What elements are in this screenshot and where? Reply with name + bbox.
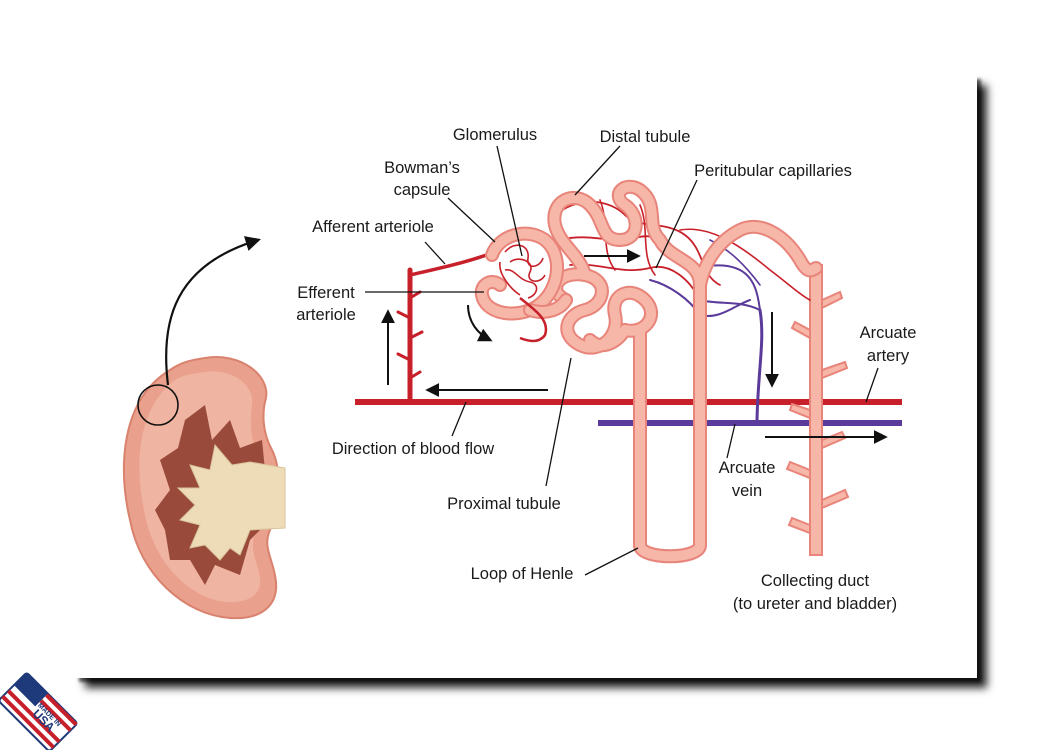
label-glomerulus: Glomerulus <box>453 126 537 144</box>
diagram-labels: Glomerulus Bowman’s capsule Distal tubul… <box>296 126 916 613</box>
label-arcuate-vein-2: vein <box>732 482 762 500</box>
label-bowmans-capsule-2: capsule <box>394 181 451 199</box>
label-proximal-tubule: Proximal tubule <box>447 495 561 513</box>
zoom-arrow <box>165 236 261 386</box>
renal-corpuscle <box>474 226 573 343</box>
label-efferent-arteriole-1: Efferent <box>297 284 355 302</box>
label-peritubular-capillaries: Peritubular capillaries <box>694 162 852 180</box>
label-arcuate-artery-2: artery <box>867 347 910 365</box>
label-efferent-arteriole-2: arteriole <box>296 306 356 324</box>
label-arcuate-vein-1: Arcuate <box>719 459 776 477</box>
kidney-cross-section <box>122 356 286 620</box>
interlobular-artery <box>396 267 424 403</box>
made-in-usa-badge: MADE IN USA <box>0 672 78 750</box>
arrow-curved <box>467 304 493 342</box>
renal-pelvis <box>176 443 286 561</box>
label-loop-of-henle: Loop of Henle <box>471 565 574 583</box>
glomerulus-capillaries <box>499 244 546 299</box>
label-afferent-arteriole: Afferent arteriole <box>312 218 434 236</box>
collecting-duct-shape <box>785 264 850 556</box>
label-distal-tubule: Distal tubule <box>600 128 691 146</box>
label-bowmans-capsule-1: Bowman’s <box>384 159 460 177</box>
efferent-arteriole-vessel <box>519 297 548 343</box>
label-collecting-duct-1: Collecting duct <box>761 572 870 590</box>
leader-lines <box>365 145 879 576</box>
tubule-system <box>547 179 823 564</box>
label-direction-of-blood-flow: Direction of blood flow <box>332 440 494 458</box>
flow-arrows <box>381 249 888 444</box>
label-collecting-duct-2: (to ureter and bladder) <box>733 595 897 613</box>
detail-circle <box>137 384 179 426</box>
label-arcuate-artery-1: Arcuate <box>860 324 917 342</box>
